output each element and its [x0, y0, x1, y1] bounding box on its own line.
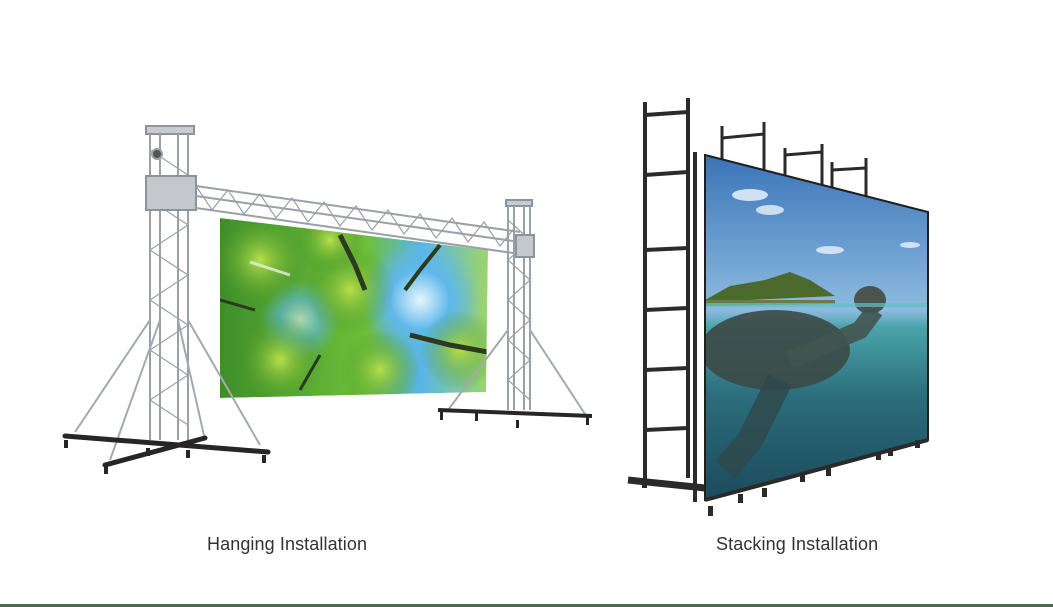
right-base-feet — [440, 412, 589, 428]
hanging-installation-caption: Hanging Installation — [207, 534, 368, 554]
stacking-installation-illustration — [627, 98, 929, 516]
stacking-installation-caption: Stacking Installation — [716, 534, 879, 554]
left-outriggers — [74, 319, 261, 461]
right-outriggers — [447, 329, 586, 415]
led-screen-forest — [220, 218, 488, 398]
right-truss-tower — [505, 199, 535, 410]
hanging-installation-figure — [62, 125, 593, 474]
led-screen-turtle — [705, 155, 928, 500]
hanging-installation-illustration — [62, 125, 593, 474]
ladder-support-frame — [627, 98, 706, 502]
right-base — [437, 408, 593, 418]
left-truss-tower — [145, 125, 197, 440]
left-base-feet — [64, 440, 266, 474]
stack-feet — [642, 440, 920, 516]
bottom-border — [0, 604, 1053, 607]
left-base — [62, 433, 271, 468]
top-truss-beam — [195, 185, 521, 255]
top-stack-frames — [720, 122, 868, 196]
stacking-installation-figure — [600, 80, 960, 530]
